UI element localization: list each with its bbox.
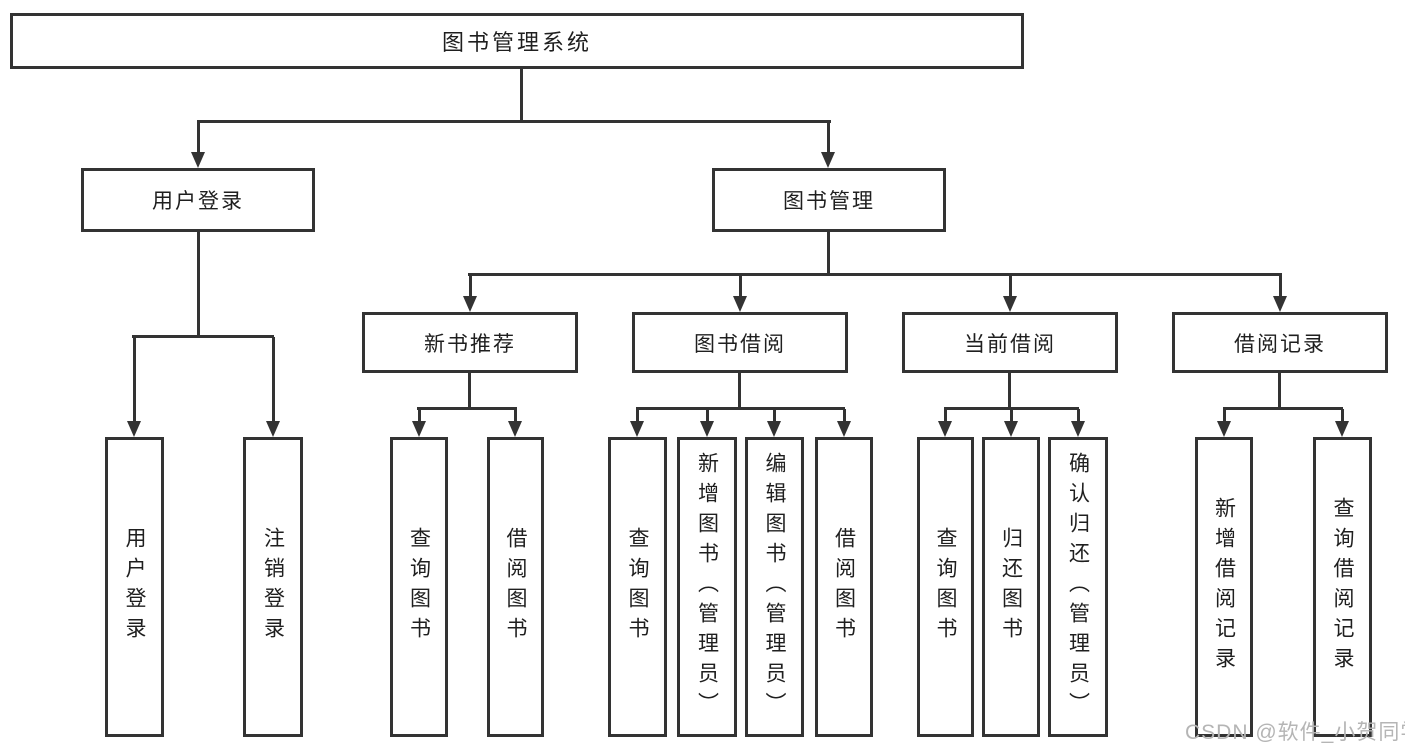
- connector-new-book-stem: [468, 373, 471, 410]
- node-book-borrow: 图书借阅: [632, 312, 848, 373]
- connector-root-stem: [520, 69, 523, 121]
- leaf-logout: 注销登录: [243, 437, 303, 737]
- arrow-to-borrow-add: [700, 409, 714, 437]
- connector-current-borrow-bar: [944, 407, 1079, 410]
- node-borrow-records-label: 借阅记录: [1234, 332, 1326, 356]
- node-root-label: 图书管理系统: [441, 30, 592, 55]
- node-current-borrow: 当前借阅: [902, 312, 1118, 373]
- leaf-borrow-query-books-label: 查询图书: [626, 527, 649, 647]
- leaf-newbook-borrow-books-label: 借阅图书: [504, 527, 527, 647]
- leaf-borrow-query-books: 查询图书: [608, 437, 667, 737]
- arrow-to-book-management: [821, 121, 835, 168]
- arrow-to-user-login: [191, 121, 205, 168]
- leaf-current-query-books-label: 查询图书: [934, 527, 957, 647]
- leaf-borrow-borrow-books-label: 借阅图书: [832, 527, 856, 647]
- leaf-current-confirm-return-admin-label: 确认归还（管理员）: [1066, 452, 1090, 722]
- leaf-current-query-books: 查询图书: [917, 437, 974, 737]
- arrow-to-records-add: [1217, 409, 1231, 437]
- node-user-login: 用户登录: [81, 168, 315, 232]
- node-book-management: 图书管理: [712, 168, 946, 232]
- leaf-borrow-borrow-books: 借阅图书: [815, 437, 873, 737]
- leaf-borrow-edit-books-admin-label: 编辑图书（管理员）: [763, 452, 786, 722]
- leaf-user-login: 用户登录: [105, 437, 164, 737]
- connector-book-management-stem: [827, 232, 830, 275]
- leaf-borrow-edit-books-admin: 编辑图书（管理员）: [745, 437, 804, 737]
- arrow-to-records-query: [1335, 409, 1349, 437]
- arrow-to-newbook-borrow: [508, 409, 522, 437]
- node-new-book-recommend: 新书推荐: [362, 312, 578, 373]
- node-book-borrow-label: 图书借阅: [694, 332, 786, 356]
- arrow-to-current-return: [1004, 409, 1018, 437]
- connector-user-login-bar: [132, 335, 274, 338]
- leaf-user-login-label: 用户登录: [123, 527, 146, 647]
- leaf-current-return-books: 归还图书: [982, 437, 1040, 737]
- connector-current-borrow-stem: [1008, 373, 1011, 410]
- node-new-book-recommend-label: 新书推荐: [424, 332, 516, 356]
- connector-new-book-bar: [417, 407, 517, 410]
- leaf-borrow-add-books-admin-label: 新增图书（管理员）: [695, 452, 719, 722]
- leaf-records-query-record-label: 查询借阅记录: [1331, 497, 1354, 677]
- leaf-records-query-record: 查询借阅记录: [1313, 437, 1372, 737]
- node-current-borrow-label: 当前借阅: [964, 332, 1056, 356]
- arrow-to-new-book-recommend: [463, 275, 477, 312]
- node-borrow-records: 借阅记录: [1172, 312, 1388, 373]
- connector-book-borrow-stem: [738, 373, 741, 410]
- leaf-newbook-query-books: 查询图书: [390, 437, 448, 737]
- leaf-newbook-query-books-label: 查询图书: [407, 527, 431, 647]
- connector-level2-bar: [197, 120, 831, 123]
- arrow-to-leaf-logout: [266, 337, 280, 437]
- leaf-newbook-borrow-books: 借阅图书: [487, 437, 544, 737]
- leaf-records-add-record-label: 新增借阅记录: [1212, 497, 1236, 677]
- leaf-current-return-books-label: 归还图书: [999, 527, 1023, 647]
- arrow-to-borrow-query: [630, 409, 644, 437]
- arrow-to-leaf-user-login: [127, 337, 141, 437]
- node-root: 图书管理系统: [10, 13, 1024, 69]
- arrow-to-book-borrow: [733, 275, 747, 312]
- connector-level3-bar: [468, 273, 1282, 276]
- leaf-records-add-record: 新增借阅记录: [1195, 437, 1253, 737]
- connector-borrow-records-bar: [1223, 407, 1343, 410]
- connector-user-login-stem: [197, 232, 200, 337]
- arrow-to-borrow-records: [1273, 275, 1287, 312]
- node-user-login-label: 用户登录: [152, 190, 244, 213]
- connector-borrow-records-stem: [1278, 373, 1281, 410]
- leaf-current-confirm-return-admin: 确认归还（管理员）: [1048, 437, 1108, 737]
- leaf-borrow-add-books-admin: 新增图书（管理员）: [677, 437, 737, 737]
- watermark: CSDN @软件_小贺同学: [1185, 721, 1405, 744]
- leaf-logout-label: 注销登录: [261, 527, 285, 647]
- arrow-to-current-borrow: [1003, 275, 1017, 312]
- node-book-management-label: 图书管理: [783, 190, 875, 213]
- connector-book-borrow-bar: [636, 407, 845, 410]
- arrow-to-newbook-query: [412, 409, 426, 437]
- arrow-to-current-query: [938, 409, 952, 437]
- arrow-to-borrow-edit: [767, 409, 781, 437]
- arrow-to-current-confirm: [1071, 409, 1085, 437]
- arrow-to-borrow-borrow: [837, 409, 851, 437]
